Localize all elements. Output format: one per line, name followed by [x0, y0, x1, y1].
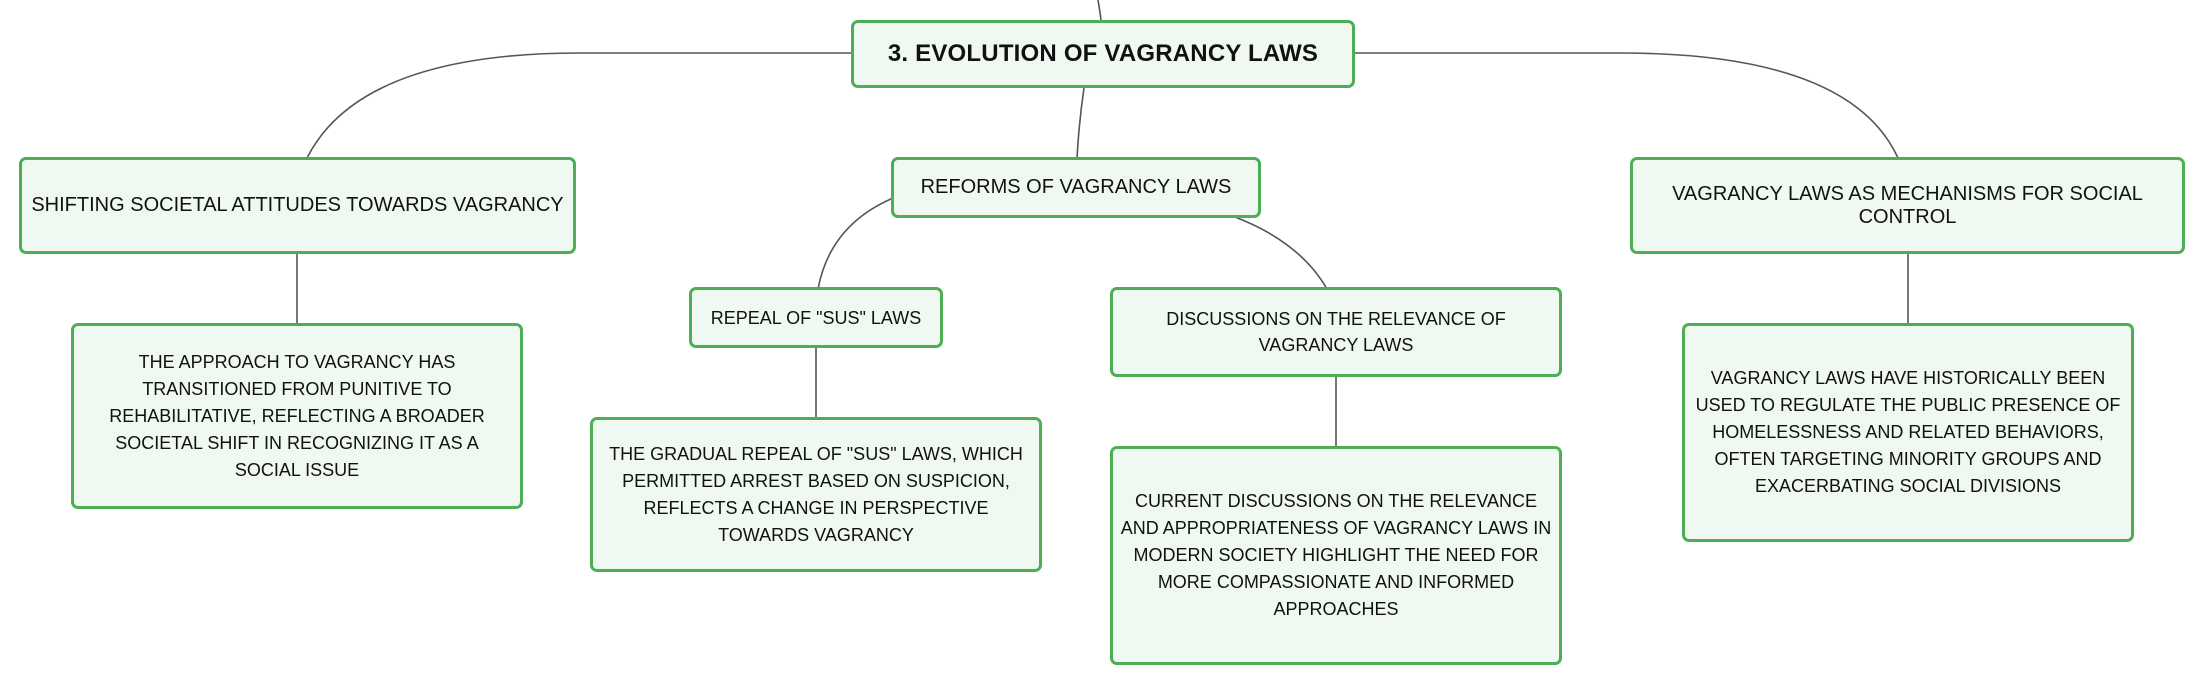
detail-shifting-attitudes-text: THE APPROACH TO VAGRANCY HAS TRANSITIONE…	[109, 351, 485, 480]
detail-discussions-relevance-text: CURRENT DISCUSSIONS ON THE RELEVANCE AND…	[1120, 491, 1552, 619]
connector-parent-to-root	[1097, 0, 1102, 21]
detail-social-control-text: VAGRANCY LAWS HAVE HISTORICALLY BEEN USE…	[1695, 368, 2121, 496]
topic-social-control[interactable]: VAGRANCY LAWS AS MECHANISMS FOR SOCIAL C…	[1630, 157, 2185, 254]
subtopic-discussions-relevance-label: DISCUSSIONS ON THE RELEVANCE OF VAGRANCY…	[1166, 309, 1506, 355]
connector-root-to-center-topic	[1076, 87, 1085, 159]
subtopic-repeal-sus-laws-label: REPEAL OF "SUS" LAWS	[710, 307, 922, 328]
detail-discussions-relevance[interactable]: CURRENT DISCUSSIONS ON THE RELEVANCE AND…	[1110, 446, 1562, 665]
connector-root-to-right-topic	[1354, 52, 1899, 159]
subtopic-repeal-sus-laws[interactable]: REPEAL OF "SUS" LAWS	[689, 287, 943, 348]
detail-repeal-sus-laws[interactable]: THE GRADUAL REPEAL OF "SUS" LAWS, WHICH …	[590, 417, 1042, 572]
topic-reforms-label: REFORMS OF VAGRANCY LAWS	[920, 176, 1232, 198]
connector-root-to-left-topic	[306, 52, 851, 159]
connector-center-to-sus	[817, 197, 894, 290]
detail-repeal-sus-laws-text: THE GRADUAL REPEAL OF "SUS" LAWS, WHICH …	[609, 443, 1023, 545]
topic-reforms[interactable]: REFORMS OF VAGRANCY LAWS	[891, 157, 1261, 218]
topic-social-control-label: VAGRANCY LAWS AS MECHANISMS FOR SOCIAL C…	[1672, 182, 2143, 228]
central-topic-label: 3. EVOLUTION OF VAGRANCY LAWS	[887, 40, 1319, 67]
subtopic-discussions-relevance[interactable]: DISCUSSIONS ON THE RELEVANCE OF VAGRANCY…	[1110, 287, 1562, 377]
topic-shifting-attitudes[interactable]: SHIFTING SOCIETAL ATTITUDES TOWARDS VAGR…	[19, 157, 576, 254]
topic-shifting-attitudes-label: SHIFTING SOCIETAL ATTITUDES TOWARDS VAGR…	[31, 194, 564, 216]
detail-shifting-attitudes[interactable]: THE APPROACH TO VAGRANCY HAS TRANSITIONE…	[71, 323, 523, 509]
connector-center-to-discussions	[1234, 216, 1328, 290]
detail-social-control[interactable]: VAGRANCY LAWS HAVE HISTORICALLY BEEN USE…	[1682, 323, 2134, 542]
central-topic[interactable]: 3. EVOLUTION OF VAGRANCY LAWS	[851, 20, 1355, 88]
